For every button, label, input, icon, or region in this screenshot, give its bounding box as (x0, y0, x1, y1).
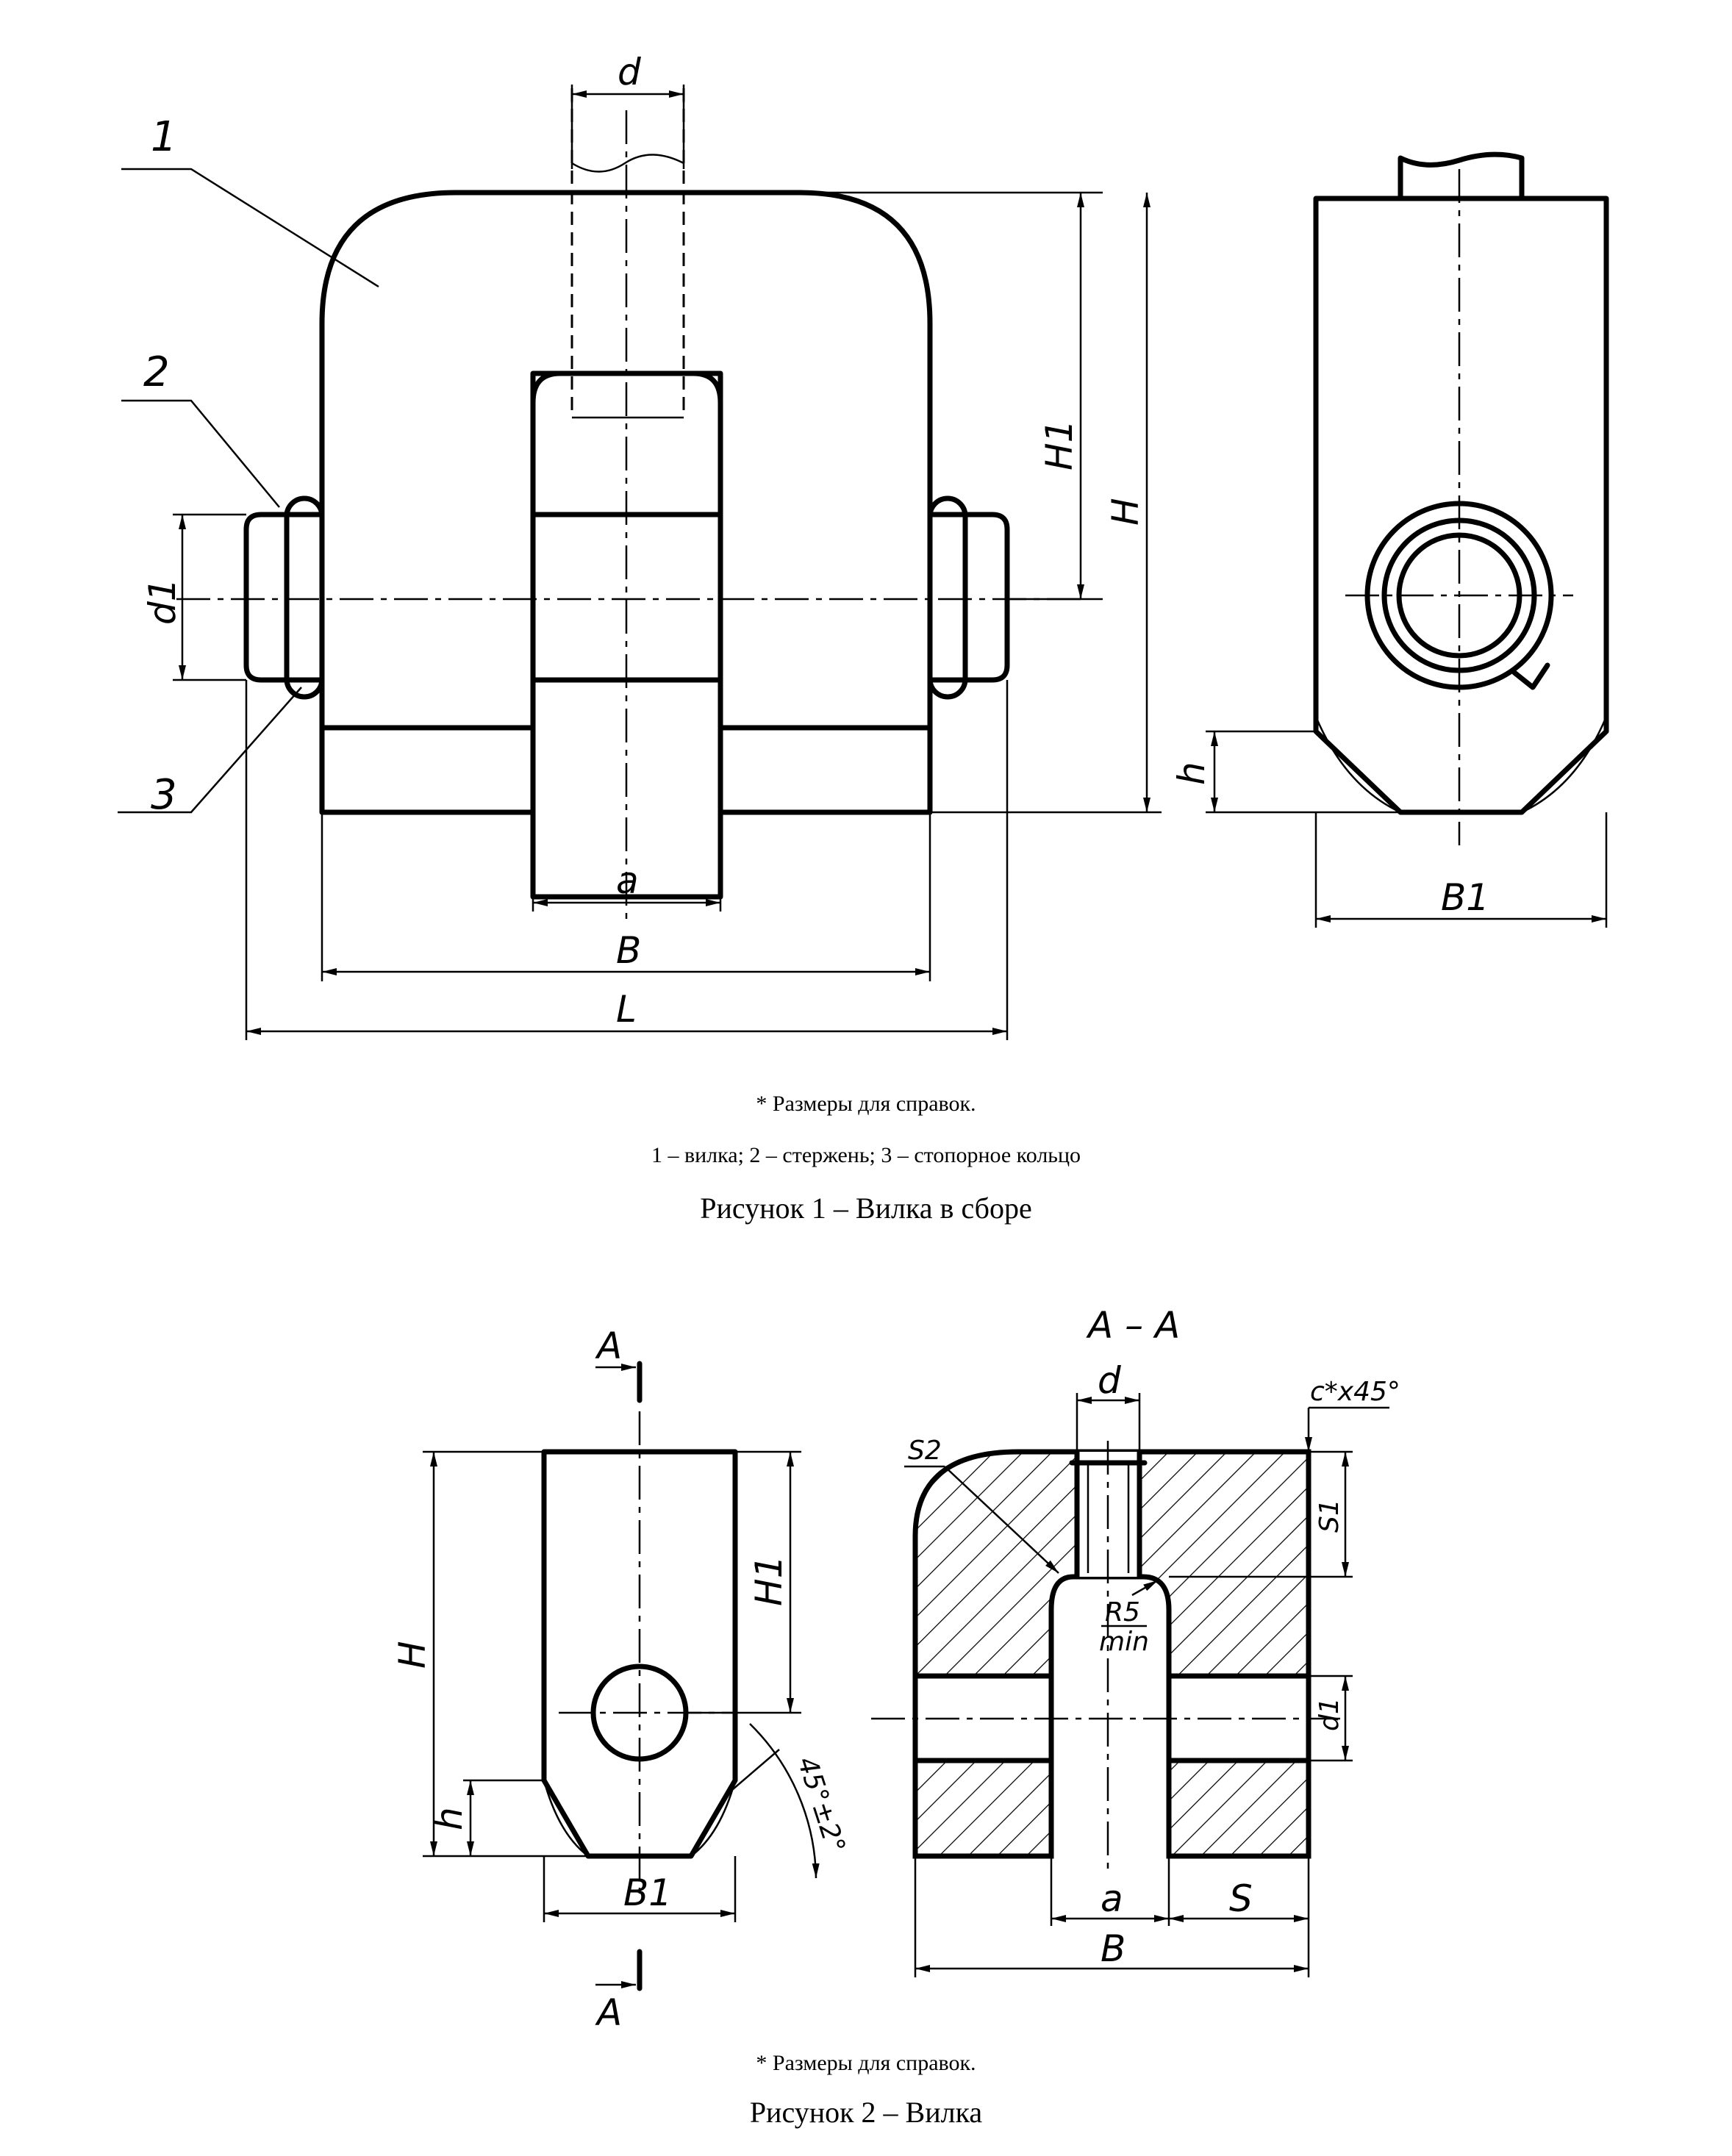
dim-S1: S1 (1314, 1499, 1345, 1533)
dim-d1: d1 (141, 578, 184, 625)
fig2-caption: Рисунок 2 – Вилка (749, 2096, 983, 2129)
ring-right (927, 495, 968, 700)
dim-a: a (616, 859, 639, 902)
section-marker-top: А (595, 1325, 622, 1367)
dim-H1: H1 (1038, 420, 1081, 470)
dim-S2: S2 (908, 1436, 942, 1466)
fig2-left-view: А А H H1 h B1 45°±2° (391, 1325, 851, 2034)
dim-d: d (618, 51, 641, 93)
dim-H1-fig2: H1 (748, 1555, 790, 1606)
fig1-side-view: h B1 (1170, 151, 1609, 928)
ring-left (284, 495, 325, 700)
part-label-1: 1 (151, 113, 177, 161)
dim-B: B (616, 929, 641, 972)
fig2-section-aa: А – А d c*x45° (871, 1304, 1400, 1977)
section-title: А – А (1086, 1304, 1180, 1347)
fig1-front-view: 1 2 3 d d1 H1 H a B L (118, 51, 1162, 1040)
dim-h-fig2: h (428, 1807, 470, 1830)
dim-min: min (1099, 1627, 1149, 1657)
dim-H-fig2: H (391, 1641, 434, 1669)
dim-L: L (616, 988, 637, 1031)
part-label-2: 2 (143, 348, 170, 396)
dim-a-fig2: a (1101, 1877, 1123, 1920)
section-lower-left-hatch (912, 1758, 1054, 1859)
dim-B1-fig2: B1 (623, 1872, 672, 1914)
section-marker-bottom: А (595, 1991, 622, 2034)
dim-B1-side: B1 (1441, 876, 1489, 919)
dim-chamfer: c*x45° (1310, 1377, 1400, 1407)
dim-d-fig2: d (1098, 1359, 1121, 1402)
dim-R5: R5 (1105, 1597, 1140, 1627)
dim-h-side: h (1170, 762, 1213, 785)
fig1-note: * Размеры для справок. (756, 1092, 976, 1116)
dim-angle: 45°±2° (791, 1753, 851, 1857)
section-lower-right-hatch (1166, 1758, 1311, 1859)
fig1-legend: 1 – вилка; 2 – стержень; 3 – стопорное к… (651, 1143, 1081, 1167)
fig1-caption: Рисунок 1 – Вилка в сборе (700, 1192, 1032, 1225)
pin-right (927, 512, 1010, 683)
dim-H: H (1104, 498, 1147, 526)
dim-d1-fig2: d1 (1314, 1697, 1345, 1731)
part-label-3: 3 (151, 771, 177, 819)
dim-S: S (1229, 1877, 1253, 1920)
pin-left (243, 512, 325, 683)
dim-B-fig2: B (1101, 1927, 1126, 1970)
fig2-note: * Размеры для справок. (756, 2051, 976, 2075)
